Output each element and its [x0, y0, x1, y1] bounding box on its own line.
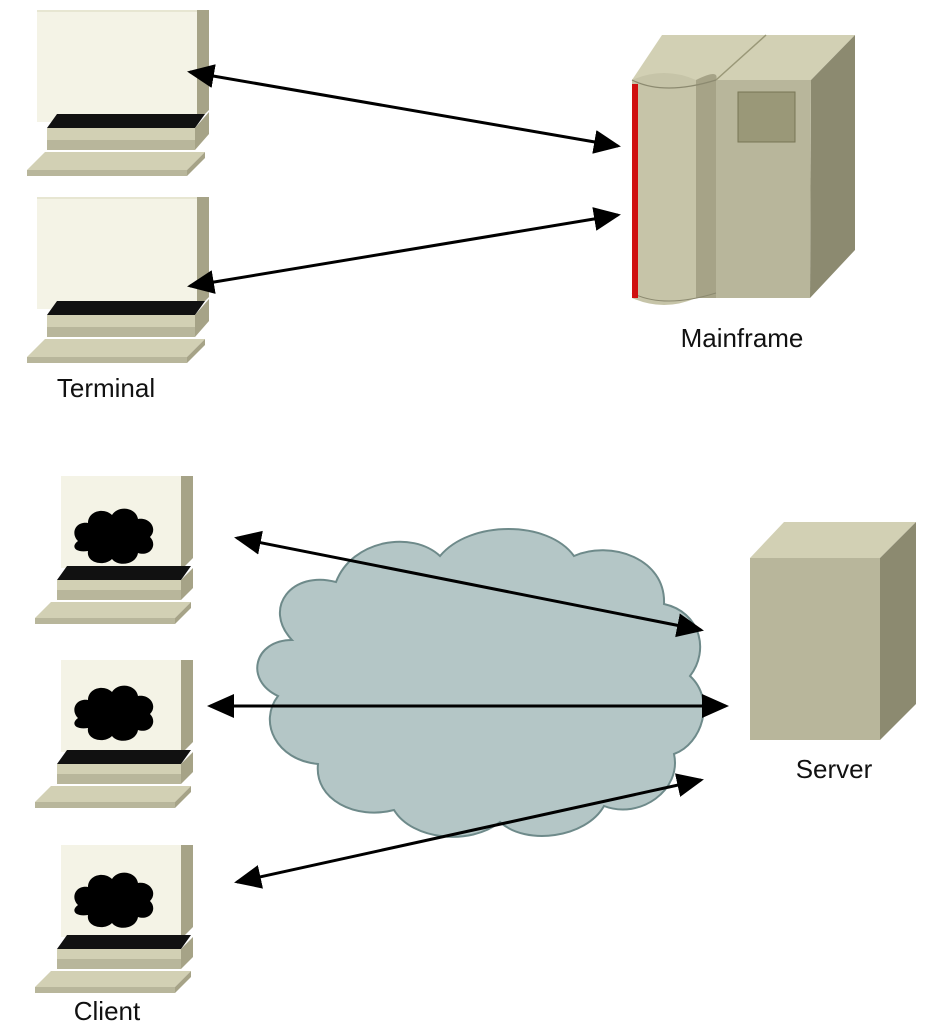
terminal-icon	[27, 10, 209, 176]
terminal-mainframe-connection	[187, 64, 621, 154]
client-workstation-icon	[35, 476, 193, 624]
client-server-connection	[234, 530, 704, 638]
client-workstation-icon	[35, 845, 193, 993]
client-label: Client	[74, 996, 141, 1026]
terminal-icon	[27, 197, 209, 363]
network-cloud-icon	[256, 528, 705, 838]
server-icon	[750, 522, 916, 740]
terminal-mainframe-connection	[187, 207, 621, 294]
terminal-label: Terminal	[57, 373, 155, 403]
client-workstation-icon	[35, 660, 193, 808]
client-server-connection	[234, 773, 704, 889]
server-label: Server	[796, 754, 873, 784]
mainframe-label: Mainframe	[681, 323, 804, 353]
mainframe-icon	[631, 34, 855, 305]
